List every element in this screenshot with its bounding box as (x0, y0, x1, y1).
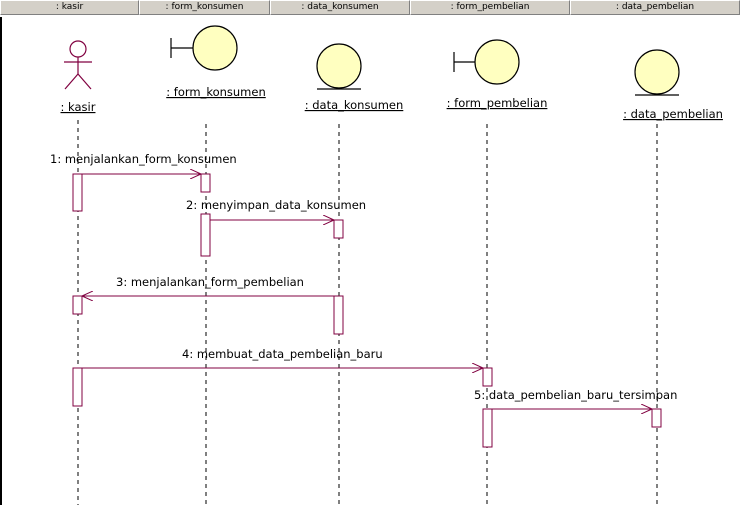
activation-bar (200, 173, 211, 193)
activation-bar (333, 295, 344, 335)
activation-bar (72, 367, 83, 407)
object-label-form-pembelian: : form_pembelian (447, 96, 548, 110)
canvas-border (0, 17, 2, 505)
activation-bar (72, 173, 83, 212)
activation-bar (482, 408, 493, 448)
object-label-data-pembelian: : data_pembelian (623, 107, 723, 121)
object-label-kasir: : kasir (61, 100, 96, 114)
activation-bar (482, 367, 493, 387)
activation-bar (333, 219, 344, 239)
message-label: 1: menjalankan_form_konsumen (50, 152, 237, 166)
message-label: 5: data_pembelian_baru_tersimpan (474, 388, 677, 402)
entity-icon[interactable] (634, 49, 680, 96)
activation-bar (651, 408, 662, 428)
message-label: 2: menyimpan_data_konsumen (186, 198, 366, 212)
activation-bar (200, 213, 211, 257)
column-header-kasir[interactable]: : kasir (0, 0, 139, 15)
column-header-data-pembelian[interactable]: : data_pembelian (570, 0, 740, 15)
column-header-bar: : kasir : form_konsumen : data_konsumen … (0, 0, 740, 17)
message-label: 3: menjalankan_form_pembelian (116, 275, 304, 289)
entity-icon[interactable] (316, 43, 362, 90)
column-header-form-konsumen[interactable]: : form_konsumen (139, 0, 270, 15)
activation-bar (72, 295, 83, 315)
column-header-form-pembelian[interactable]: : form_pembelian (410, 0, 570, 15)
boundary-icon[interactable] (170, 25, 238, 71)
boundary-icon[interactable] (453, 39, 520, 85)
message-label: 4: membuat_data_pembelian_baru (182, 347, 383, 361)
object-label-data-konsumen: : data_konsumen (305, 98, 404, 112)
object-label-form-konsumen: : form_konsumen (166, 85, 266, 99)
column-header-data-konsumen[interactable]: : data_konsumen (270, 0, 410, 15)
actor-icon[interactable] (64, 40, 92, 90)
